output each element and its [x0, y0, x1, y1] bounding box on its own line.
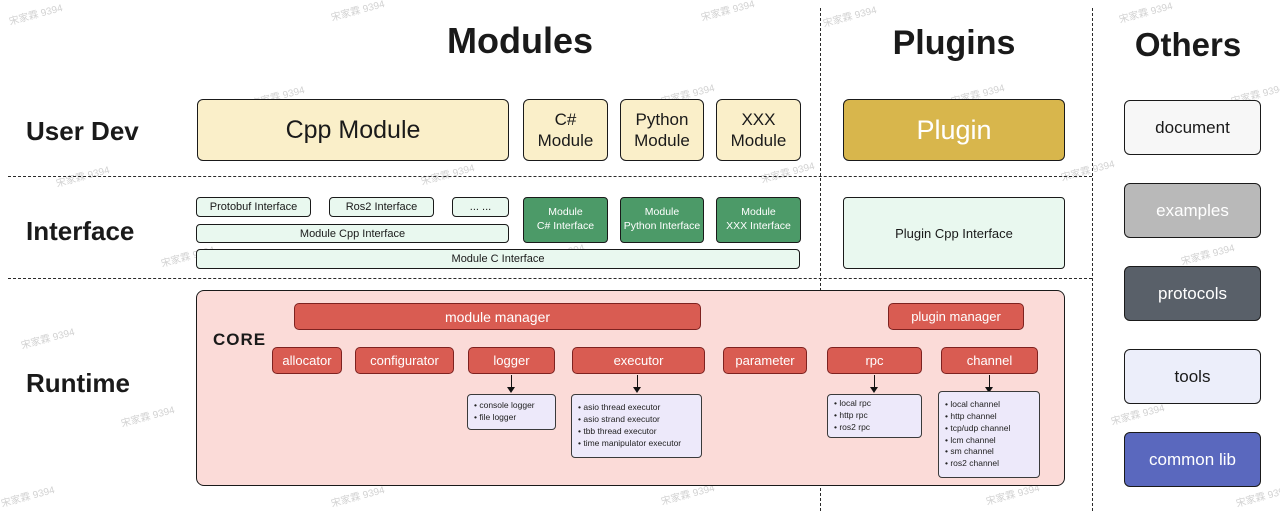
others-tools-box: tools [1124, 349, 1261, 404]
row-label-runtime: Runtime [26, 368, 130, 398]
watermark-text: 宋家霖 9394 [20, 326, 77, 352]
plugin-cpp-interface-box: Plugin Cpp Interface [843, 197, 1065, 269]
ros2-interface-box: Ros2 Interface [329, 197, 434, 217]
impl-item: time manipulator executor [578, 438, 695, 450]
protobuf-interface-box: Protobuf Interface [196, 197, 311, 217]
module-c-interface-box: Module C Interface [196, 249, 800, 269]
impl-item: http rpc [834, 410, 915, 422]
others-protocols-box: protocols [1124, 266, 1261, 321]
row-label-interface: Interface [26, 216, 135, 246]
ellipsis-interface-box: ... ... [452, 197, 509, 217]
channel-impl-list: local channel http channel tcp/udp chann… [938, 391, 1040, 478]
section-header-modules: Modules [446, 20, 593, 61]
impl-item: file logger [474, 412, 549, 424]
module-manager-bar: module manager [294, 303, 701, 330]
plugin-manager-bar: plugin manager [888, 303, 1024, 330]
watermark-text: 宋家霖 9394 [760, 160, 817, 186]
watermark-text: 宋家霖 9394 [120, 404, 177, 430]
down-arrow-channel [985, 375, 994, 393]
divider-plugins-others [1092, 8, 1093, 511]
xxx-module-box: XXX Module [716, 99, 801, 161]
section-header-plugins: Plugins [892, 24, 1016, 62]
others-common-lib-box: common lib [1124, 432, 1261, 487]
impl-item: sm channel [945, 446, 1033, 458]
watermark-text: 宋家霖 9394 [1118, 0, 1175, 26]
logger-impl-list: console logger file logger [467, 394, 556, 430]
plugin-box: Plugin [843, 99, 1065, 161]
impl-item: local channel [945, 399, 1033, 411]
impl-item: ros2 rpc [834, 422, 915, 434]
impl-item: console logger [474, 400, 549, 412]
watermark-text: 宋家霖 9394 [420, 162, 477, 188]
component-parameter: parameter [723, 347, 807, 374]
row-label-user-dev: User Dev [26, 116, 139, 146]
impl-item: lcm channel [945, 435, 1033, 447]
watermark-text: 宋家霖 9394 [1060, 158, 1117, 184]
impl-item: asio strand executor [578, 414, 695, 426]
watermark-text: 宋家霖 9394 [1180, 242, 1237, 268]
down-arrow-rpc [870, 375, 879, 393]
watermark-text: 宋家霖 9394 [0, 484, 57, 510]
component-rpc: rpc [827, 347, 922, 374]
others-examples-box: examples [1124, 183, 1261, 238]
module-csharp-interface-box: Module C# Interface [523, 197, 608, 243]
divider-userdev-interface [8, 176, 1092, 177]
impl-item: tbb thread executor [578, 426, 695, 438]
others-document-box: document [1124, 100, 1261, 155]
component-allocator: allocator [272, 347, 342, 374]
impl-item: asio thread executor [578, 402, 695, 414]
module-python-interface-box: Module Python Interface [620, 197, 704, 243]
divider-interface-runtime [8, 278, 1092, 279]
component-executor: executor [572, 347, 705, 374]
module-cpp-interface-box: Module Cpp Interface [196, 224, 509, 243]
python-module-box: Python Module [620, 99, 704, 161]
impl-item: http channel [945, 411, 1033, 423]
core-label: CORE [213, 330, 267, 349]
cpp-module-box: Cpp Module [197, 99, 509, 161]
rpc-impl-list: local rpc http rpc ros2 rpc [827, 394, 922, 438]
component-configurator: configurator [355, 347, 454, 374]
down-arrow-logger [507, 375, 516, 393]
watermark-text: 宋家霖 9394 [700, 0, 757, 24]
impl-item: local rpc [834, 398, 915, 410]
watermark-text: 宋家霖 9394 [8, 2, 65, 28]
csharp-module-box: C# Module [523, 99, 608, 161]
down-arrow-executor [633, 375, 642, 393]
impl-item: tcp/udp channel [945, 423, 1033, 435]
component-channel: channel [941, 347, 1038, 374]
module-xxx-interface-box: Module XXX Interface [716, 197, 801, 243]
divider-modules-plugins [820, 8, 821, 511]
impl-item: ros2 channel [945, 458, 1033, 470]
executor-impl-list: asio thread executor asio strand executo… [571, 394, 702, 458]
section-header-others: Others [1134, 26, 1242, 63]
component-logger: logger [468, 347, 555, 374]
